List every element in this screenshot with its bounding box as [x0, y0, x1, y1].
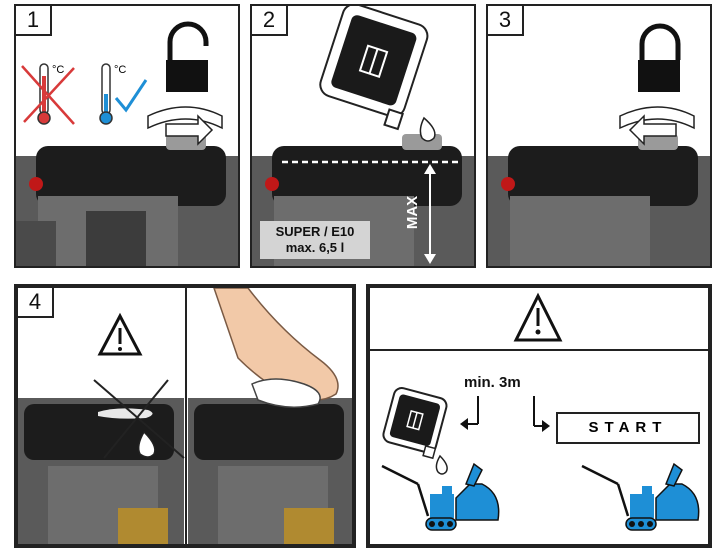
safety-distance-panel: min. 3m START [366, 284, 712, 548]
fuel-drop-icon [419, 116, 436, 142]
step-4-number: 4 [18, 288, 54, 318]
prohibited-cross [103, 379, 169, 459]
step-4-panel: 4 [14, 284, 356, 548]
start-label: START [556, 412, 700, 444]
snow-blower-icon [381, 462, 500, 531]
fuel-spec-label: SUPER / E10 max. 6,5 l [260, 221, 370, 259]
thermometer-icon [99, 63, 113, 125]
step-4-illustration [18, 288, 352, 544]
distance-label: min. 3m [464, 374, 521, 391]
prohibited-cross [93, 379, 185, 459]
fuel-type-text: SUPER / E10 [275, 224, 355, 239]
max-arrow-icon [424, 164, 436, 264]
step-3-number: 3 [488, 6, 524, 36]
snow-blower-icon [581, 462, 700, 531]
check-icon [114, 79, 148, 113]
padlock-open-icon [166, 21, 209, 92]
step-1-illustration [16, 21, 238, 266]
fuel-capacity-text: max. 6,5 l [285, 240, 345, 255]
temp-unit-cold: °C [52, 64, 65, 76]
step-2-panel: 2 MAX SUPER / E10 max. 6,5 l [250, 4, 476, 268]
safety-distance-illustration [370, 292, 708, 531]
rotate-arrow-icon [147, 106, 223, 146]
hand-with-cloth-icon [213, 288, 339, 408]
engine-image [188, 398, 352, 544]
arrow-down-icon [460, 396, 479, 430]
engine-image [18, 398, 184, 544]
rotate-arrow-icon [619, 106, 695, 146]
temp-unit-warm: °C [114, 64, 127, 76]
engine-image [16, 134, 238, 266]
max-label: MAX [404, 195, 422, 230]
thermometer-icon [21, 63, 75, 125]
step-1-number: 1 [16, 6, 52, 36]
fuel-drop-icon [435, 454, 448, 475]
step-3-panel: 3 [486, 4, 712, 268]
step-3-illustration [488, 23, 710, 266]
engine-image [488, 134, 710, 266]
step-2-number: 2 [252, 6, 288, 36]
warning-triangle-icon [97, 312, 143, 356]
arrow-right-icon [533, 396, 550, 432]
step-1-panel: 1 [14, 4, 240, 268]
warning-triangle-icon [513, 292, 563, 342]
padlock-closed-icon [638, 23, 681, 92]
fuel-can-icon [319, 6, 429, 131]
fuel-can-icon [382, 387, 448, 460]
